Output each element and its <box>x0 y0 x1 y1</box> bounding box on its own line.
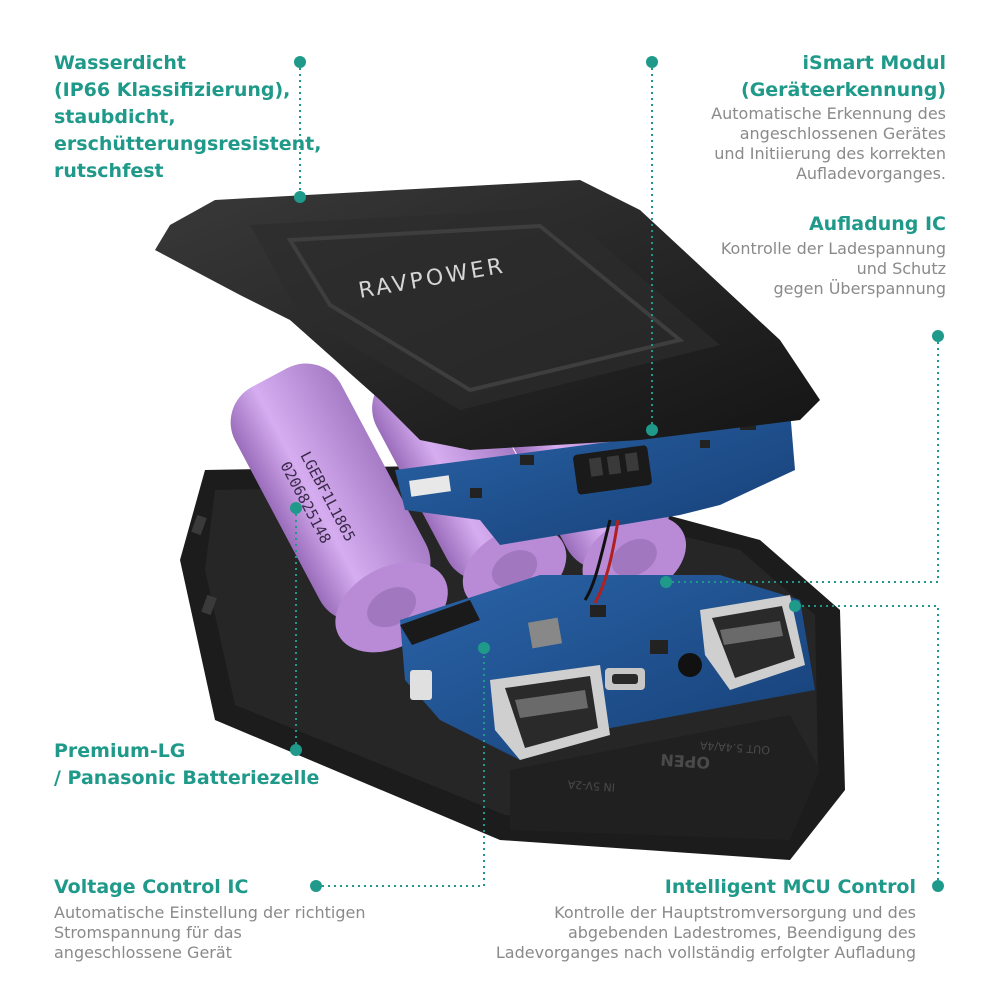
mcu-desc-line: Kontrolle der Hauptstromversorgung und d… <box>554 903 916 922</box>
usb-port-right <box>700 595 805 690</box>
ismart-title-line: (Geräteerkennung) <box>741 79 946 101</box>
charging-ic-title-line: Aufladung IC <box>808 213 946 235</box>
ismart-desc-line: Aufladevorganges. <box>795 164 946 183</box>
ismart-desc-line: angeschlossenen Gerätes <box>739 124 946 143</box>
callout-dot <box>932 330 944 342</box>
upper-pcb <box>395 400 795 604</box>
waterproof-title-line: rutschfest <box>54 160 164 182</box>
waterproof-title-line: staubdicht, <box>54 106 176 128</box>
callout-dot <box>646 56 658 68</box>
case-label-open: OPEN <box>660 750 711 772</box>
voltage-desc-line: angeschlossene Gerät <box>54 943 232 962</box>
ismart-description: Automatische Erkennung des angeschlossen… <box>711 104 946 184</box>
mcu-control-description: Kontrolle der Hauptstromversorgung und d… <box>496 903 916 963</box>
callout-dot <box>294 191 306 203</box>
waterproof-title-line: (IP66 Klassifizierung), <box>54 79 291 101</box>
mcu-desc-line: abgebenden Ladestromes, Beendigung des <box>567 923 916 942</box>
ismart-title: iSmart Modul (Geräteerkennung) <box>741 50 946 104</box>
case-bottom-panel <box>510 715 820 840</box>
callout-dot <box>646 424 658 436</box>
callout-dot <box>294 56 306 68</box>
charging-ic-description: Kontrolle der Ladespannung und Schutz ge… <box>721 239 946 299</box>
callout-dot <box>789 600 801 612</box>
voltage-control-title: Voltage Control IC <box>54 874 248 901</box>
charging-ic-title: Aufladung IC <box>809 211 946 238</box>
waterproof-title-line: erschütterungsresistent, <box>54 133 322 155</box>
charging-ic-desc-line: Kontrolle der Ladespannung <box>720 239 946 258</box>
callout-dot <box>660 576 672 588</box>
voltage-title-line: Voltage Control IC <box>54 876 249 898</box>
battery-title-line: / Panasonic Batteriezelle <box>54 767 320 789</box>
callout-dot <box>310 880 322 892</box>
callout-dot <box>290 502 302 514</box>
top-lid: RAVPOWER <box>155 180 820 450</box>
voltage-desc-line: Stromspannung für das <box>54 923 242 942</box>
usb-port-left <box>490 665 610 760</box>
mcu-title-line: Intelligent MCU Control <box>664 876 916 898</box>
charging-ic-desc-line: und Schutz <box>856 259 946 278</box>
voltage-control-description: Automatische Einstellung der richtigen S… <box>54 903 366 963</box>
main-pcb <box>400 575 815 760</box>
callout-dots <box>290 56 944 892</box>
ismart-desc-line: Automatische Erkennung des <box>711 104 946 123</box>
callout-dot <box>478 642 490 654</box>
battery-title-line: Premium-LG <box>54 740 186 762</box>
charging-ic-desc-line: gegen Überspannung <box>773 279 946 298</box>
case-label-in: IN 5V-2A <box>567 777 616 793</box>
case-label-out: OUT 5.4A/4A <box>699 739 770 757</box>
waterproof-title: Wasserdicht (IP66 Klassifizierung), stau… <box>54 50 321 185</box>
mcu-control-title: Intelligent MCU Control <box>665 874 916 901</box>
battery-title: Premium-LG / Panasonic Batteriezelle <box>54 738 319 792</box>
callout-dot <box>932 880 944 892</box>
callout-dot <box>290 744 302 756</box>
voltage-desc-line: Automatische Einstellung der richtigen <box>54 903 366 922</box>
callout-lines <box>295 62 939 887</box>
ismart-desc-line: und Initiierung des korrekten <box>714 144 946 163</box>
mcu-desc-line: Ladevorganges nach vollständig erfolgter… <box>495 943 916 962</box>
waterproof-title-line: Wasserdicht <box>54 52 186 74</box>
ismart-title-line: iSmart Modul <box>802 52 946 74</box>
